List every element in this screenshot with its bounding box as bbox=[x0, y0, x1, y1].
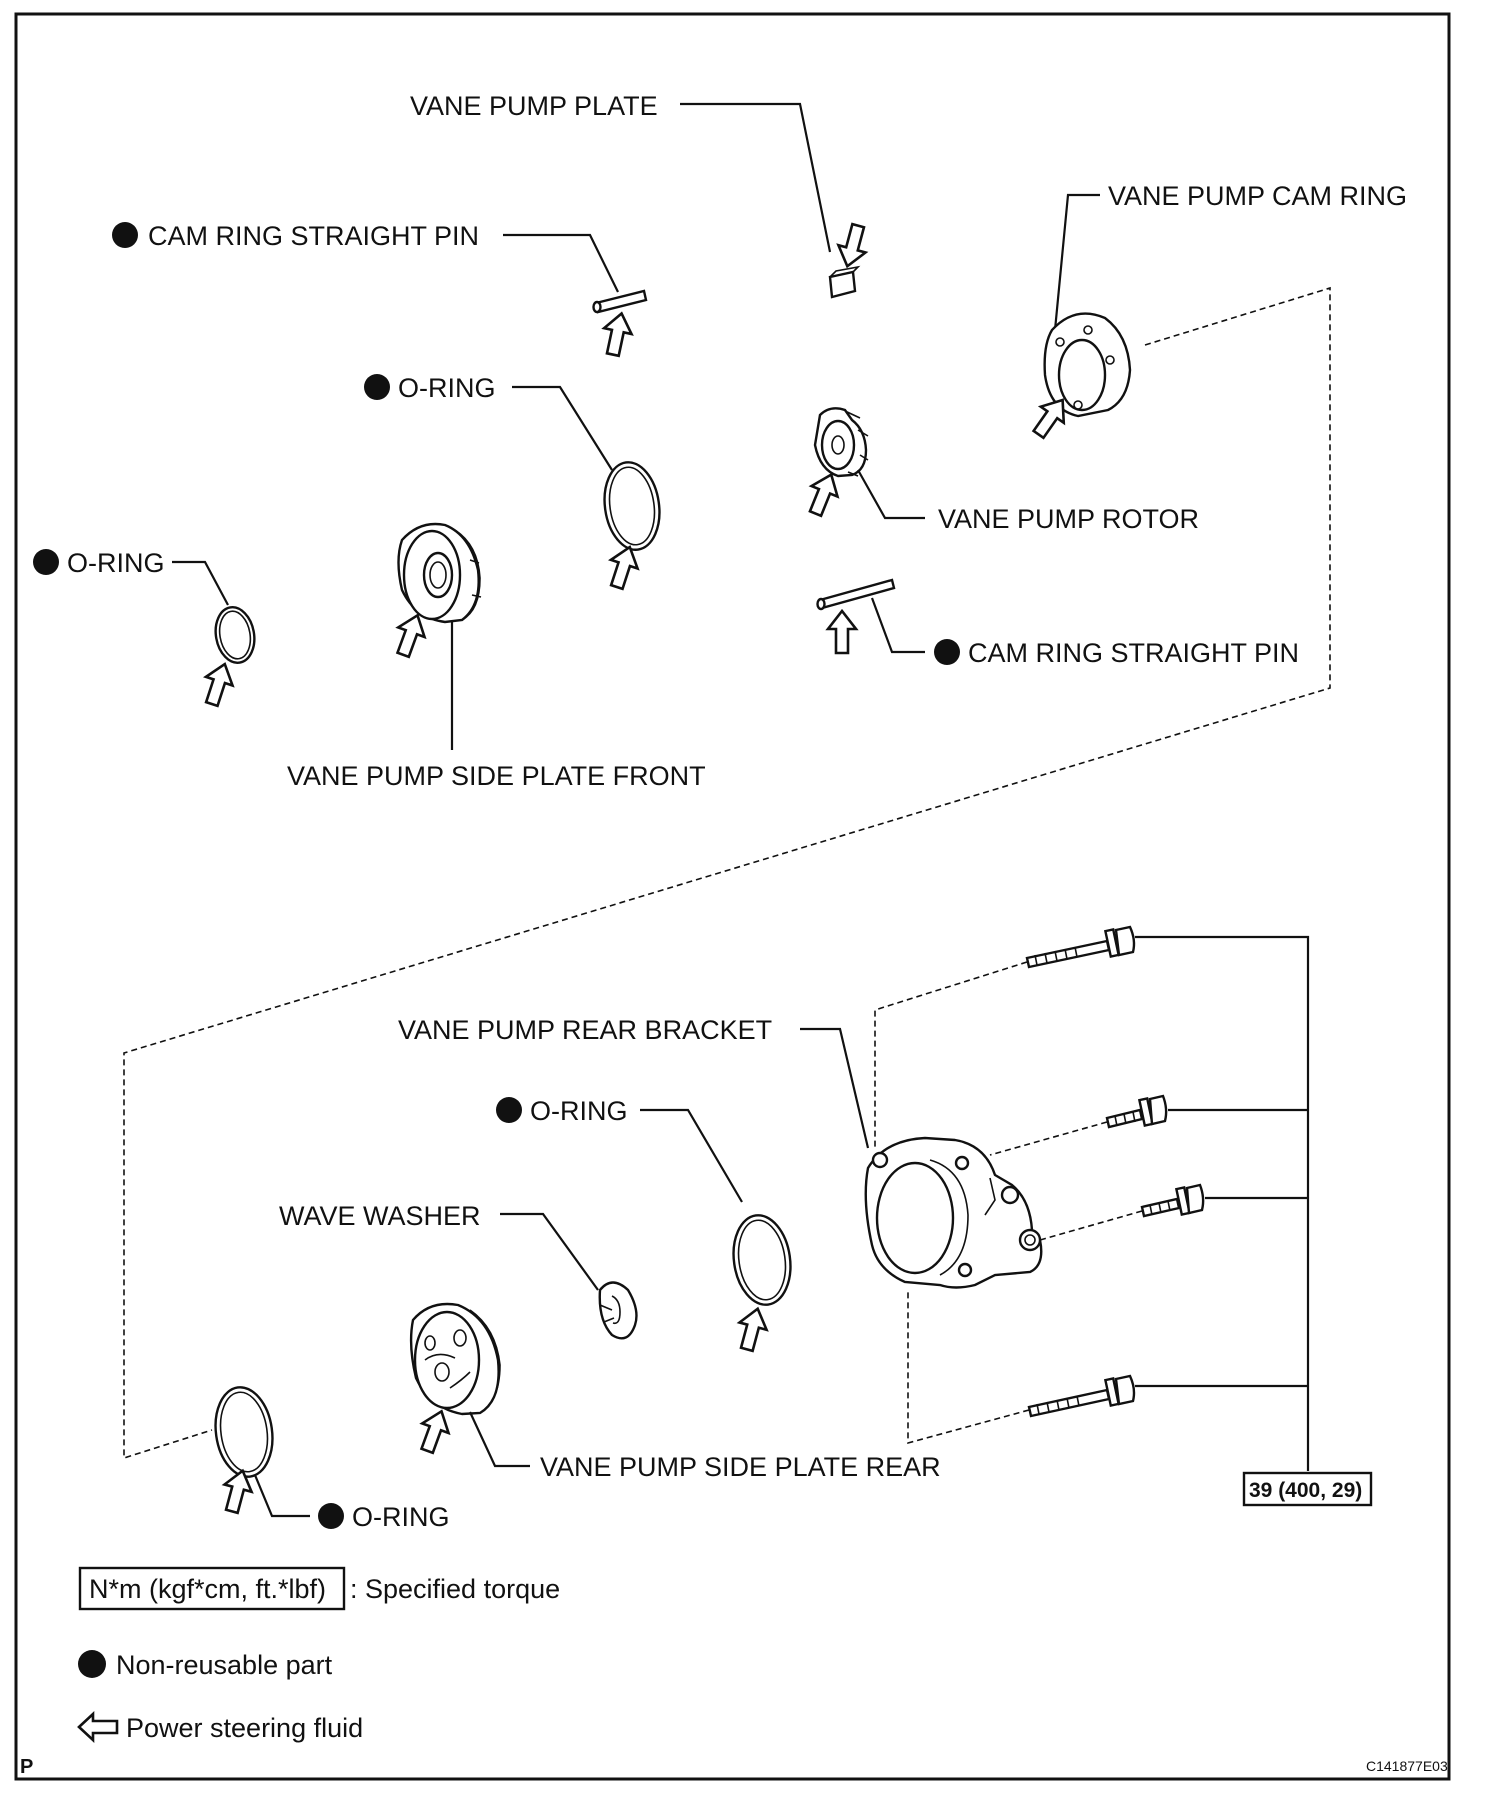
label-vane-pump-side-plate-front: VANE PUMP SIDE PLATE FRONT bbox=[287, 761, 706, 791]
legend-torque-text: : Specified torque bbox=[350, 1574, 560, 1604]
legend-torque-box bbox=[78, 1566, 346, 1611]
label-wave-washer: WAVE WASHER bbox=[279, 1201, 481, 1231]
o-ring-upper-left bbox=[214, 606, 256, 664]
fluid-arrow-icon bbox=[732, 1303, 773, 1355]
o-ring-upper-mid bbox=[603, 461, 661, 551]
cam-ring-straight-pin-top bbox=[592, 289, 648, 314]
fluid-arrow-icon bbox=[826, 609, 858, 655]
label-cam-ring-straight-pin-top: CAM RING STRAIGHT PIN bbox=[148, 221, 479, 251]
leader-cam-ring-pin-right bbox=[870, 597, 925, 654]
non-reusable-dot-icon bbox=[364, 374, 390, 400]
wave-washer bbox=[598, 1281, 638, 1340]
page-marker: P bbox=[20, 1756, 33, 1778]
non-reusable-dot-icon bbox=[33, 549, 59, 575]
label-vane-pump-plate: VANE PUMP PLATE bbox=[410, 91, 658, 121]
leader-vane-pump-rotor bbox=[857, 469, 925, 520]
non-reusable-dot-icon bbox=[78, 1650, 106, 1678]
vane-pump-cam-ring bbox=[1043, 312, 1132, 418]
fluid-arrow-icon bbox=[197, 658, 240, 710]
label-o-ring-upper-mid: O-RING bbox=[398, 373, 496, 403]
bolt-upper-middle bbox=[1105, 1094, 1168, 1129]
non-reusable-dot-icon bbox=[112, 222, 138, 248]
vane-pump-rear-bracket bbox=[864, 1136, 1043, 1289]
leader-o-ring-lower-mid bbox=[640, 1108, 743, 1203]
leader-cam-ring-pin-top bbox=[503, 233, 619, 293]
figure-frame bbox=[14, 12, 1451, 1781]
label-o-ring-upper-left: O-RING bbox=[67, 548, 165, 578]
vane-pump-side-plate-front bbox=[397, 522, 482, 624]
non-reusable-dot-icon bbox=[934, 639, 960, 665]
leader-o-ring-upper-left bbox=[172, 560, 229, 606]
non-reusable-dot-icon bbox=[496, 1097, 522, 1123]
torque-value: 39 (400, 29) bbox=[1249, 1479, 1362, 1502]
vane-pump-side-plate-rear bbox=[409, 1302, 501, 1416]
label-vane-pump-cam-ring: VANE PUMP CAM RING bbox=[1108, 181, 1407, 211]
fluid-arrow-icon bbox=[832, 220, 873, 272]
legend-non-reusable: Non-reusable part bbox=[116, 1650, 333, 1680]
torque-leader bbox=[1135, 935, 1310, 1471]
vane-pump-plate bbox=[828, 265, 861, 299]
o-ring-lower-mid bbox=[732, 1214, 792, 1306]
bolt-lower-middle bbox=[1140, 1183, 1205, 1218]
vane-pump-rotor bbox=[813, 407, 869, 478]
torque-box bbox=[1242, 1471, 1373, 1507]
non-reusable-dot-icon bbox=[318, 1503, 344, 1529]
fluid-arrow-icon bbox=[412, 1405, 456, 1457]
fluid-arrow-icon bbox=[597, 309, 637, 359]
leader-side-plate-rear bbox=[469, 1411, 530, 1468]
legend-fluid: Power steering fluid bbox=[126, 1713, 363, 1743]
label-o-ring-lower-mid: O-RING bbox=[530, 1096, 628, 1126]
label-o-ring-lower-left: O-RING bbox=[352, 1502, 450, 1532]
label-vane-pump-rotor: VANE PUMP ROTOR bbox=[938, 504, 1199, 534]
label-vane-pump-rear-bracket: VANE PUMP REAR BRACKET bbox=[398, 1015, 772, 1045]
leader-vane-pump-plate bbox=[680, 102, 832, 253]
leader-wave-washer bbox=[500, 1212, 599, 1291]
bolt-guide-lines bbox=[874, 961, 1143, 1445]
bolt-top bbox=[1025, 925, 1136, 969]
legend-torque-units: N*m (kgf*cm, ft.*lbf) bbox=[89, 1574, 326, 1604]
leader-vane-pump-rear-bracket bbox=[800, 1027, 870, 1149]
leader-o-ring-upper-mid bbox=[512, 385, 613, 471]
o-ring-lower-left bbox=[214, 1386, 274, 1478]
label-vane-pump-side-plate-rear: VANE PUMP SIDE PLATE REAR bbox=[540, 1452, 941, 1482]
fluid-arrow-icon bbox=[77, 1712, 119, 1742]
leader-o-ring-lower-left bbox=[253, 1474, 310, 1518]
leader-vane-pump-cam-ring bbox=[1053, 193, 1100, 331]
figure-code: C141877E03 bbox=[1366, 1758, 1448, 1774]
bolt-bottom bbox=[1027, 1374, 1136, 1418]
label-cam-ring-straight-pin-right: CAM RING STRAIGHT PIN bbox=[968, 638, 1299, 668]
cam-ring-straight-pin-right bbox=[816, 578, 896, 611]
assembly-guide-line bbox=[123, 286, 1331, 1460]
